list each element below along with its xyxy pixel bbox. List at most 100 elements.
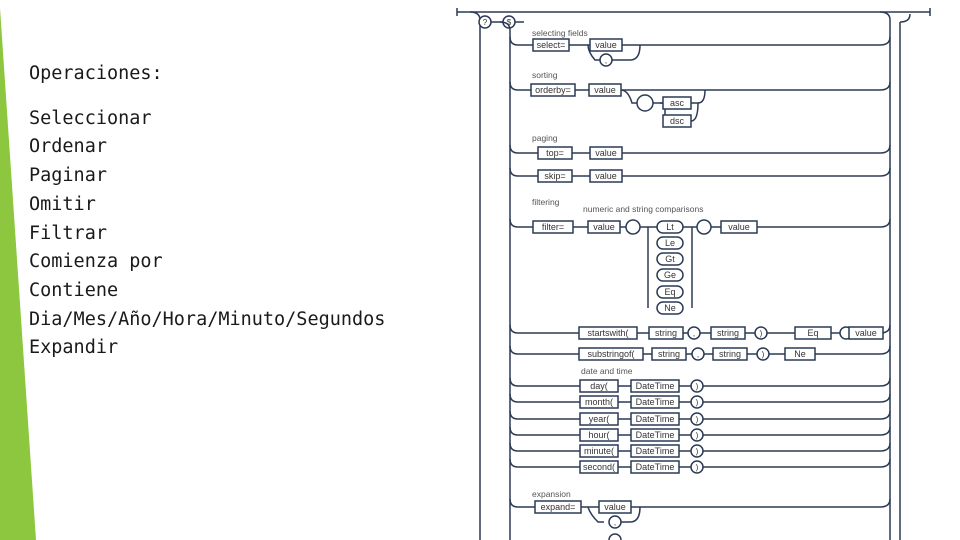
- token-value-expand-label: value: [604, 502, 626, 512]
- token-date-fn-1-label: month(: [585, 397, 613, 407]
- token-date-fn-5-label: second(: [583, 462, 615, 472]
- token-substringof-box: [578, 347, 644, 361]
- section-sorting: sorting: [532, 70, 558, 80]
- token-value-skip-label: value: [595, 171, 617, 181]
- token-value-startswith-box: [848, 326, 884, 340]
- token-datetime-2-box: [630, 412, 680, 426]
- token-paren-date-3: [690, 428, 704, 442]
- token-date-fn-3-label: hour(: [588, 430, 609, 440]
- token-select-label: select=: [537, 40, 566, 50]
- token-paren-date-1: [690, 395, 704, 409]
- token-comparison-le-label: Le: [665, 238, 675, 248]
- token-date-fn-5-box: [579, 460, 619, 474]
- token-top-label: top=: [546, 148, 564, 158]
- token-paren-date-0-symbol: ): [696, 382, 699, 391]
- token-filter-box: [532, 220, 574, 234]
- section-numeric-string: numeric and string comparisons: [583, 204, 703, 214]
- token-datetime-2-label: DateTime: [636, 414, 675, 424]
- comparison-junction-right: [696, 219, 712, 235]
- token-comma-expand-symbol: ,: [614, 518, 616, 527]
- orderby-rail: [509, 81, 891, 91]
- section-paging: paging: [532, 133, 558, 143]
- token-comparison-lt-box: [656, 220, 684, 234]
- token-value-select-box: [589, 38, 623, 52]
- select-loop: [587, 44, 600, 61]
- token-comparison-le-box: [656, 236, 684, 250]
- token-comma-select-symbol: ,: [605, 56, 607, 65]
- token-paren-date-0: [690, 379, 704, 393]
- comparison-junction-left: [625, 219, 641, 235]
- main-right-branch: [879, 11, 891, 540]
- token-startswith-label: startswith(: [587, 328, 628, 338]
- token-substringof-label: substringof(: [587, 349, 634, 359]
- token-value-filter-right-box: [720, 220, 758, 234]
- operation-filter: Filtrar: [29, 222, 107, 244]
- select-loop-return: [612, 44, 641, 61]
- token-eq-label: Eq: [807, 328, 818, 338]
- token-comma-startswith-symbol: ,: [693, 329, 695, 338]
- token-skip-label: skip=: [544, 171, 565, 181]
- token-datetime-5-label: DateTime: [636, 462, 675, 472]
- token-datetime-4-label: DateTime: [636, 446, 675, 456]
- token-paren-date-5-symbol: ): [696, 463, 699, 472]
- operation-order: Ordenar: [29, 136, 107, 158]
- token-expand-label: expand=: [541, 502, 576, 512]
- token-paren-substringof: [756, 347, 770, 361]
- token-paren-startswith: [754, 326, 768, 340]
- token-value-orderby-label: value: [594, 85, 616, 95]
- token-value-top-box: [589, 146, 623, 160]
- token-paren-date-1-symbol: ): [696, 398, 699, 407]
- token-comparison-ge-box: [656, 268, 684, 282]
- operation-select: Seleccionar: [29, 107, 152, 129]
- token-value-filter-right-label: value: [728, 222, 750, 232]
- token-date-fn-0-label: day(: [590, 381, 608, 391]
- token-asc-label: asc: [670, 98, 685, 108]
- token-comparison-lt-label: Lt: [666, 222, 674, 232]
- token-comparison-gt-label: Gt: [665, 254, 675, 264]
- orderby-branch: [620, 89, 637, 104]
- token-comparison-ne-label: Ne: [664, 303, 676, 313]
- operation-startswith: Comienza por: [29, 251, 163, 273]
- expand-lower-junction: [608, 533, 622, 540]
- token-comparison-gt-box: [656, 252, 684, 266]
- token-orderby-label: orderby=: [535, 85, 571, 95]
- green-accent-bar: [0, 8, 36, 540]
- token-string-startswith-2-box: [710, 326, 746, 340]
- operation-page: Paginar: [29, 165, 107, 187]
- token-string-substringof-1-label: string: [658, 349, 680, 359]
- token-date-fn-2-box: [579, 412, 619, 426]
- token-paren-date-2-symbol: ): [696, 415, 699, 424]
- token-string-startswith-1-label: string: [655, 328, 677, 338]
- token-filter-label: filter=: [542, 222, 564, 232]
- token-value-filter-left-box: [587, 220, 621, 234]
- token-comparison-eq-label: Eq: [664, 287, 675, 297]
- operation-skip: Omitir: [29, 193, 96, 215]
- operation-datetime: Dia/Mes/Año/Hora/Minuto/Segundos: [29, 308, 386, 330]
- token-string-substringof-2-label: string: [719, 349, 741, 359]
- token-expand-box: [534, 500, 582, 514]
- token-comparison-ge-label: Ge: [664, 270, 676, 280]
- token-paren-date-5: [690, 460, 704, 474]
- token-string-substringof-2-box: [712, 347, 748, 361]
- token-datetime-0-box: [630, 379, 680, 393]
- token-dsc-label: dsc: [670, 116, 685, 126]
- select-rail: [509, 36, 891, 46]
- token-datetime-3-label: DateTime: [636, 430, 675, 440]
- token-date-fn-2-label: year(: [589, 414, 610, 424]
- section-expansion: expansion: [532, 489, 571, 499]
- token-comma-startswith: [687, 326, 701, 340]
- token-comparison-eq-box: [656, 285, 684, 299]
- operations-heading: Operaciones:: [29, 63, 163, 84]
- token-paren-date-4: [690, 444, 704, 458]
- direction-merge: [690, 102, 699, 122]
- expand-loop-return: [621, 506, 641, 523]
- skip-rail: [509, 167, 891, 177]
- operation-expand: Expandir: [29, 337, 119, 359]
- token-date-fn-1-box: [579, 395, 619, 409]
- token-date-fn-4-box: [579, 444, 619, 458]
- token-datetime-4-box: [630, 444, 680, 458]
- token-datetime-1-label: DateTime: [636, 397, 675, 407]
- token-value-expand-box: [598, 500, 632, 514]
- token-paren-date-4-symbol: ): [696, 447, 699, 456]
